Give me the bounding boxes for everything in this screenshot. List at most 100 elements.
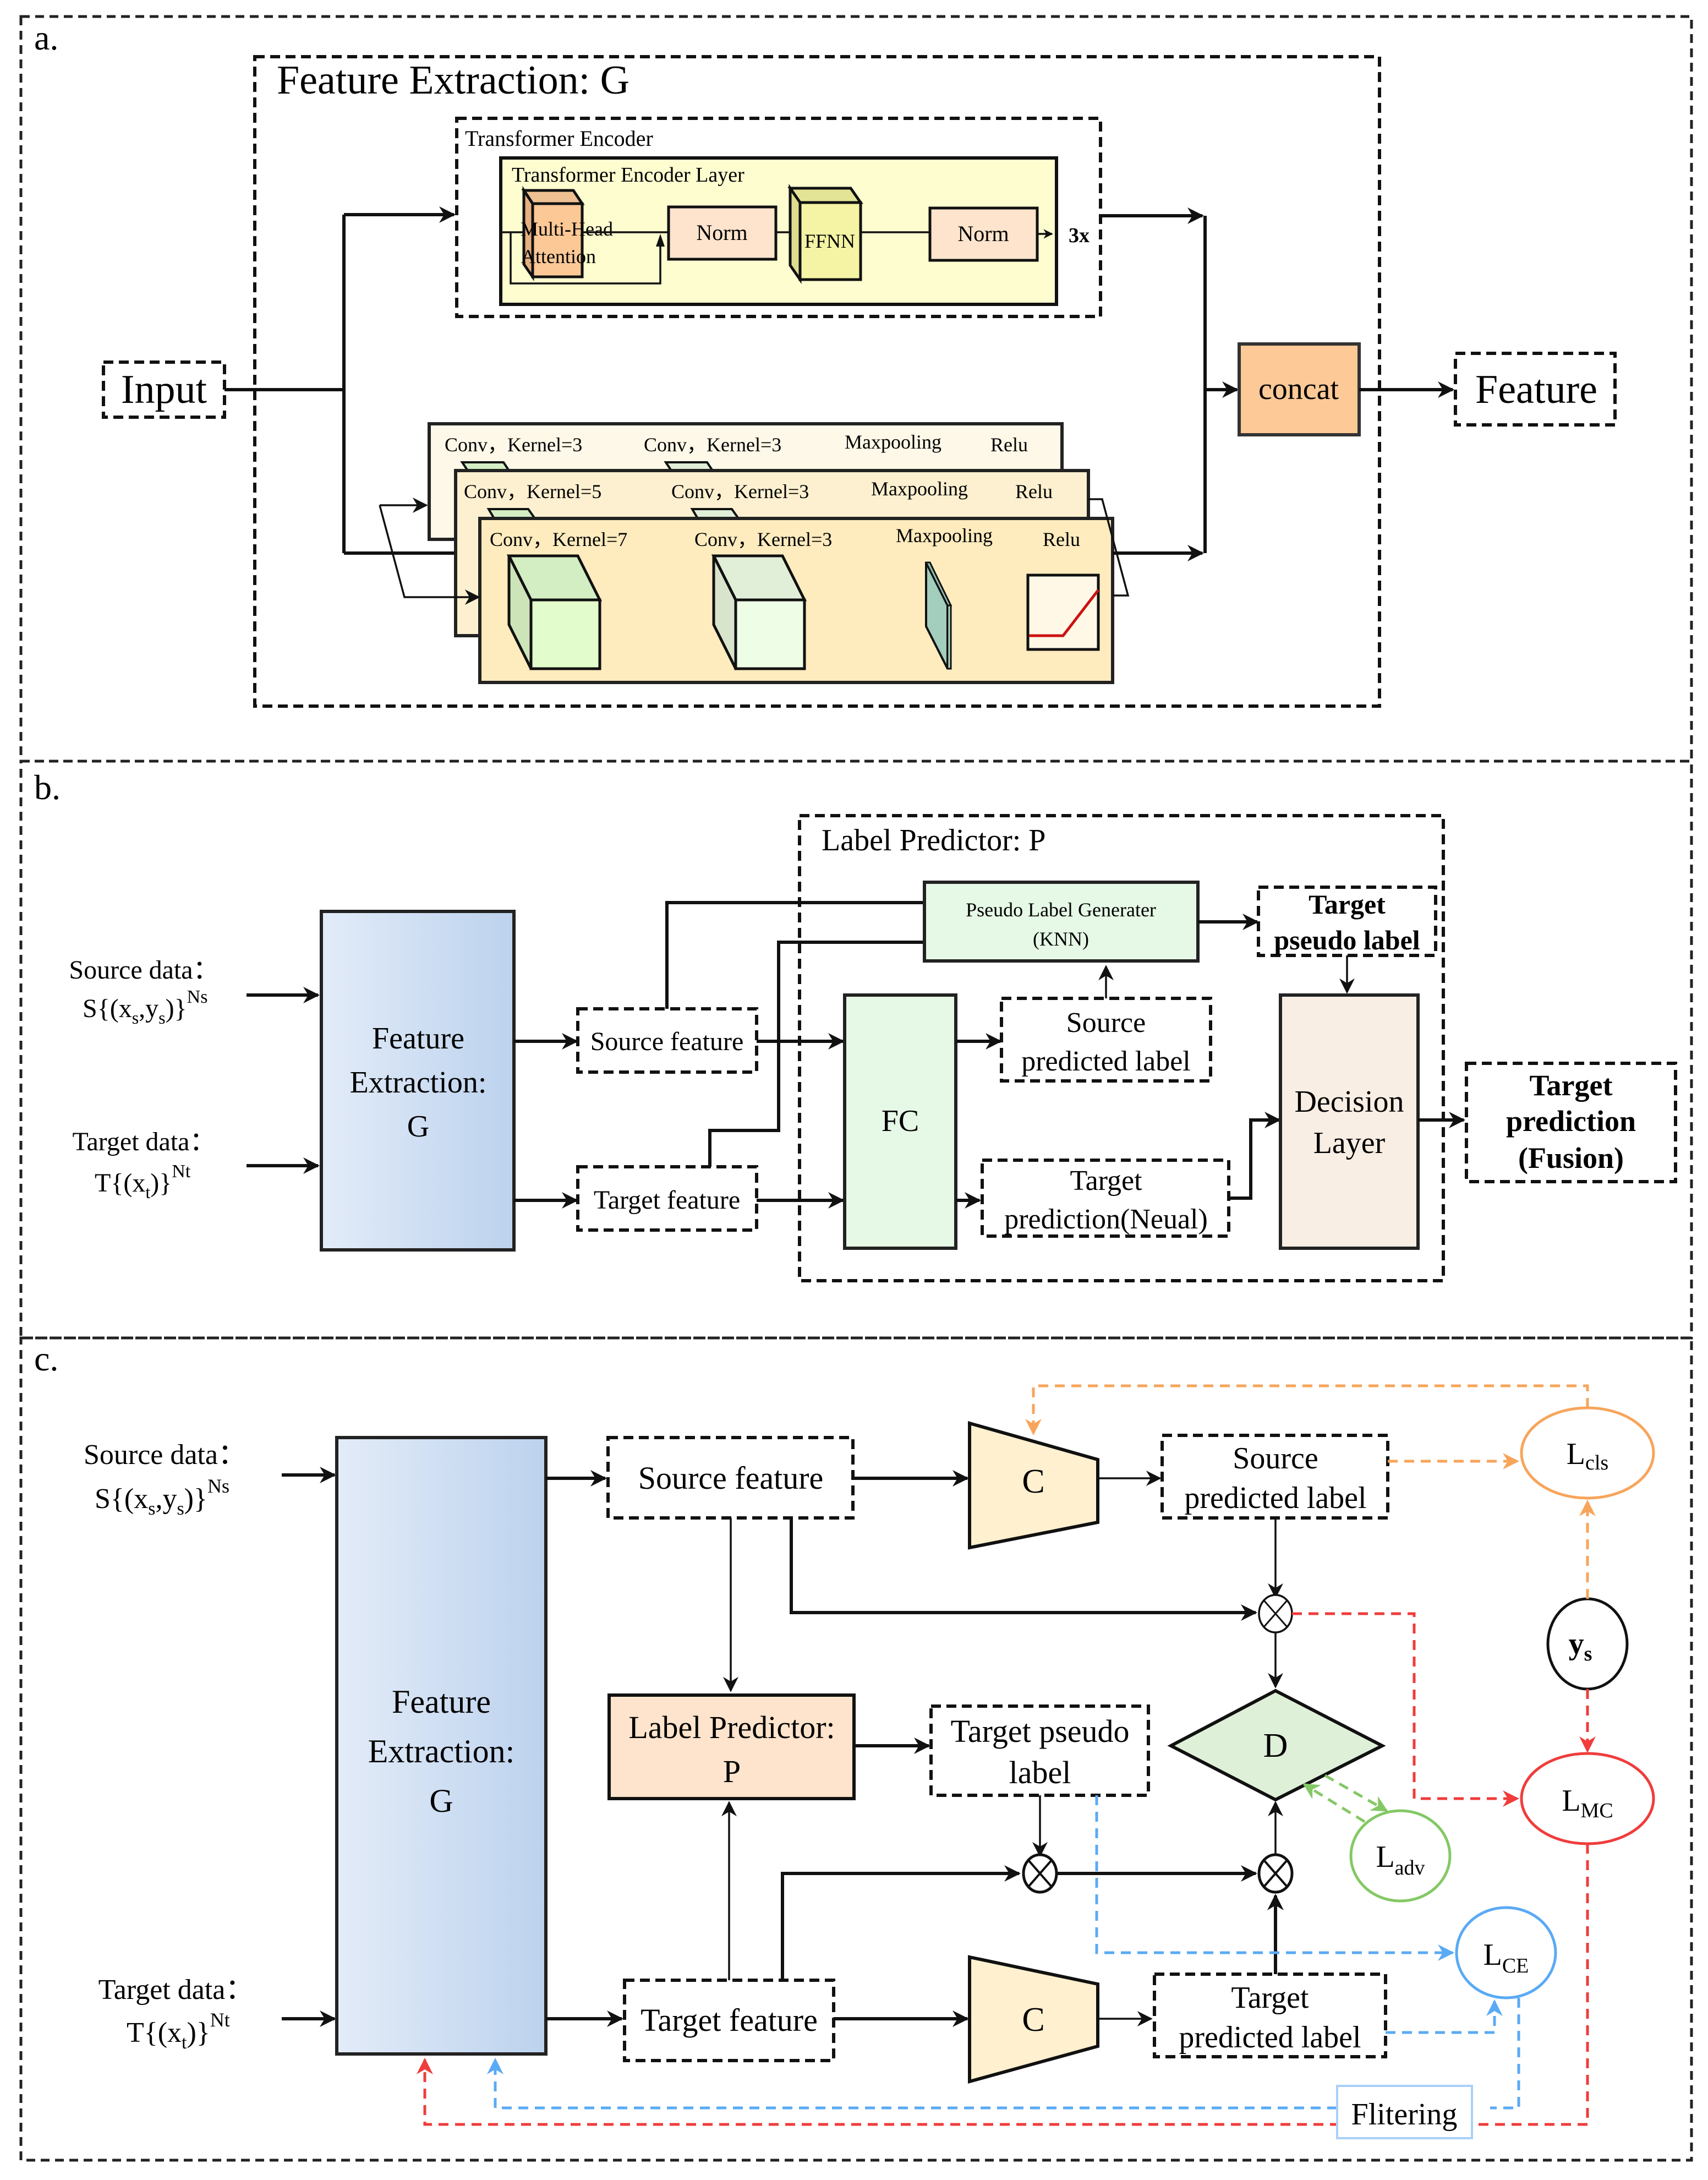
b-source-to-pseudo-line	[665, 901, 924, 1009]
loss-mc-label: LMC	[1562, 1784, 1613, 1822]
loss-mc-node	[1520, 1752, 1655, 1845]
conv7-block	[506, 554, 603, 670]
b-fe-line1: Feature	[372, 1021, 464, 1056]
b-target-pseudo-label-box	[1257, 886, 1437, 957]
pseudo-to-lce-arrow	[1095, 1795, 1454, 1961]
fusion-line3: (Fusion)	[1518, 1141, 1624, 1174]
b-target-neural-line1: Target	[1070, 1165, 1142, 1196]
panel-b: b. Source data： S{(xs,ys)}Ns Target data…	[19, 760, 1693, 1340]
loss-adv-label: Ladv	[1376, 1840, 1425, 1880]
feature-output-label: Feature	[1475, 367, 1597, 412]
b-target-feature-box	[576, 1165, 758, 1232]
b-source-feature-label: Source feature	[590, 1027, 744, 1056]
lcls-to-classifier-feedback	[1025, 1384, 1589, 1435]
target-neural-to-decision-arrow	[1229, 1112, 1281, 1200]
pseudo-generator-line2: (KNN)	[1033, 928, 1089, 950]
filtering-box	[1336, 2085, 1473, 2139]
ladv-to-d-arrow	[1302, 1783, 1366, 1823]
residual-loop	[510, 232, 661, 285]
feature-output-box	[1454, 352, 1617, 427]
multiply-node-source	[1258, 1594, 1293, 1633]
cnn3-cross-arrow	[379, 505, 480, 605]
c-target-feature-label: Target feature	[640, 2002, 818, 2038]
fc-box	[843, 993, 957, 1250]
c-target-pred-line1: Target	[1231, 1981, 1309, 2015]
loss-cls-label: Lcls	[1567, 1437, 1608, 1474]
ffnn-label: FFNN	[804, 230, 855, 252]
c-source-classifier-label: C	[1022, 1463, 1044, 1500]
cnn1-conv2-label: Conv，Kernel=3	[644, 434, 781, 456]
panel-c-frame	[19, 1336, 1693, 2162]
norm2-box	[928, 206, 1039, 262]
c-source-to-mult1-arrow	[790, 1518, 1257, 1621]
b-fe-line3: G	[407, 1110, 429, 1144]
c-source-feature-label: Source feature	[638, 1460, 824, 1496]
panel-c-label: c.	[34, 1339, 58, 1378]
ffnn-block	[787, 183, 863, 285]
attention-label-1: Multi-Head	[521, 218, 613, 240]
ys-label: ys	[1569, 1627, 1592, 1665]
multiply-node-target-pseudo	[1022, 1853, 1058, 1894]
c-target-pseudo-line1: Target pseudo	[950, 1713, 1129, 1749]
b-source-predicted-label-box	[1000, 997, 1212, 1083]
c-fe-line3: G	[429, 1783, 453, 1819]
c-target-pred-line2: predicted label	[1179, 2020, 1361, 2055]
norm2-label: Norm	[957, 221, 1009, 246]
cnn2-conv1-label: Conv，Kernel=5	[464, 480, 601, 502]
loss-ce-node	[1455, 1906, 1557, 1999]
c-source-data-label: Source data：	[84, 1439, 247, 1471]
feature-extraction-title: Feature Extraction: G	[277, 58, 629, 103]
target-prediction-fusion-box	[1465, 1062, 1677, 1183]
concat-box	[1238, 342, 1361, 436]
b-target-pseudo-line1: Target	[1309, 889, 1386, 920]
b-target-to-pseudo-line	[708, 941, 924, 1167]
attention-block	[521, 185, 585, 281]
cnn3-act-label: Relu	[1043, 528, 1080, 550]
cnn3-conv2-label: Conv，Kernel=3	[694, 528, 832, 550]
b-source-data-formula: S{(xs,ys)}Ns	[83, 987, 207, 1028]
panel-b-label: b.	[34, 768, 61, 807]
concat-label: concat	[1258, 372, 1339, 406]
c-target-predicted-label-box	[1153, 1973, 1387, 2058]
b-target-data-formula: T{(xt)}Nt	[95, 1161, 191, 1202]
c-target-classifier-label: C	[1022, 2001, 1044, 2039]
cnn2-conv2-label: Conv，Kernel=3	[671, 480, 809, 502]
filtering-to-fe-feedback	[487, 2058, 1337, 2110]
repeat-label: 3x	[1069, 224, 1090, 247]
panel-a-label: a.	[34, 18, 58, 57]
input-box	[102, 360, 226, 419]
b-target-neural-line2: prediction(Neual)	[1004, 1204, 1208, 1235]
transformer-layer-title: Transformer Encoder Layer	[512, 163, 744, 187]
relu-plot-icon	[1026, 573, 1100, 651]
c-source-data-formula: S{(xs,ys)}Ns	[95, 1475, 229, 1519]
c-fe-line2: Extraction:	[368, 1733, 515, 1769]
cnn1-act-label: Relu	[990, 434, 1028, 456]
b-target-pseudo-line2: pseudo label	[1274, 925, 1420, 955]
maxpool-block	[924, 561, 952, 670]
cnn1-pool-label: Maxpooling	[845, 431, 941, 453]
filtering-label: Flitering	[1351, 2097, 1458, 2132]
c-target-pseudo-label-box	[929, 1704, 1150, 1797]
c-target-data-formula: T{(xt)}Nt	[127, 2009, 230, 2053]
c-source-pred-line1: Source	[1233, 1441, 1318, 1476]
cnn3-conv1-label: Conv，Kernel=7	[490, 528, 627, 550]
loss-ce-label: LCE	[1483, 1938, 1529, 1977]
cnn3-pool-label: Maxpooling	[896, 524, 993, 547]
c-target-data-label: Target data：	[98, 1974, 254, 2006]
cnn2-pool-label: Maxpooling	[871, 478, 968, 500]
discriminator-label: D	[1263, 1727, 1288, 1764]
decision-layer-box	[1279, 993, 1420, 1250]
c-feature-extractor-box	[335, 1436, 548, 2056]
mult1-to-lmc-arrow	[1292, 1612, 1519, 1807]
c-target-to-mult2-arrow	[781, 1865, 1021, 1980]
loss-adv-node	[1349, 1809, 1452, 1903]
c-fe-line1: Feature	[392, 1684, 491, 1720]
lmc-to-fe-feedback	[417, 1844, 1589, 2126]
c-label-predictor-line1: Label Predictor:	[628, 1709, 835, 1745]
multiply-node-target	[1257, 1853, 1294, 1894]
d-to-ladv-arrow	[1324, 1774, 1388, 1812]
discriminator-diamond	[1167, 1689, 1386, 1802]
lce-to-filtering-line	[1490, 1998, 1520, 2110]
b-source-data-label: Source data：	[69, 955, 219, 985]
fusion-line2: prediction	[1506, 1105, 1636, 1138]
